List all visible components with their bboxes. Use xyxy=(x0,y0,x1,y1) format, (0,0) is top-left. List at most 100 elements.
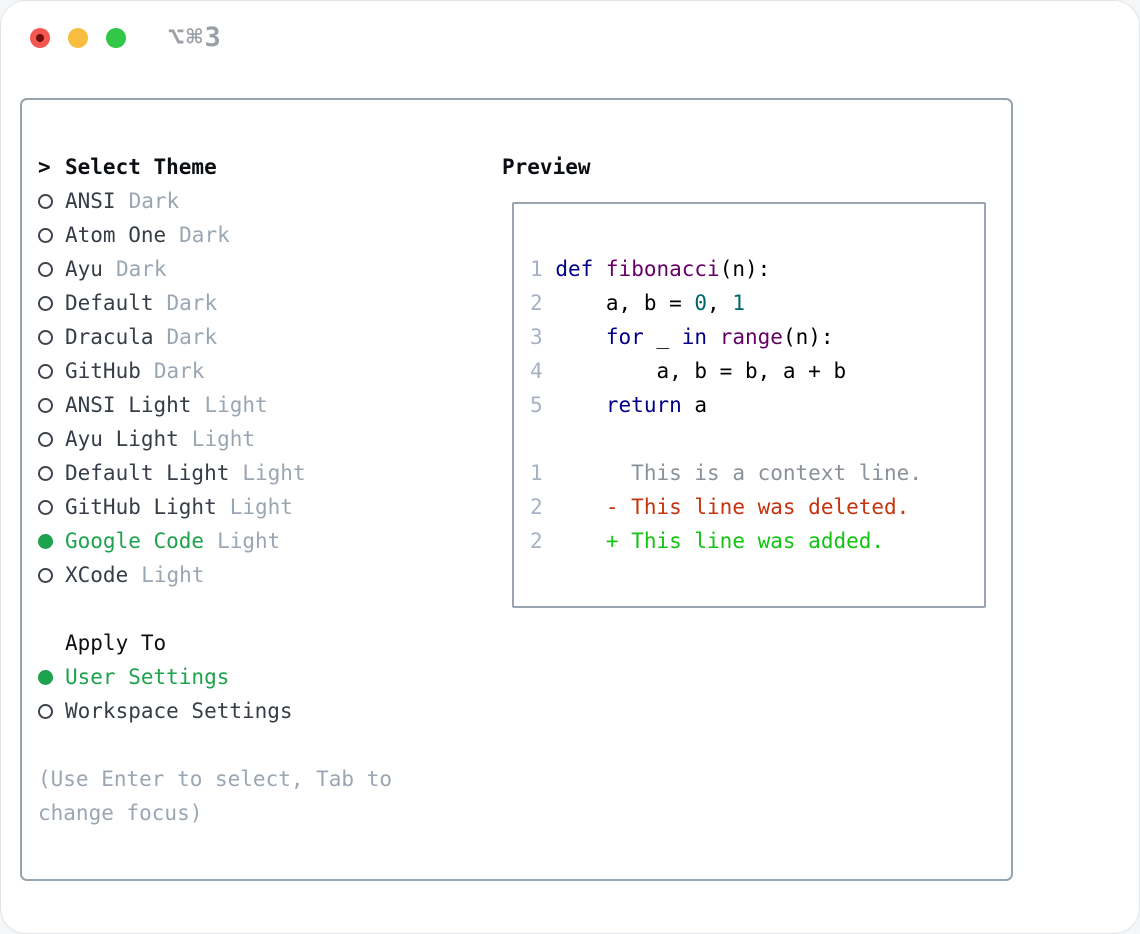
code-token: 0 xyxy=(694,291,708,315)
code-token xyxy=(555,393,606,417)
radio-icon xyxy=(38,227,53,243)
option-variant-tag: Light xyxy=(191,427,256,451)
theme-option[interactable]: Atom One Dark xyxy=(38,218,478,252)
code-token: (n): xyxy=(719,257,771,281)
radio-icon xyxy=(38,431,53,447)
spacer xyxy=(38,592,478,626)
theme-option[interactable]: Default Light Light xyxy=(38,456,478,490)
window-title: ⌥⌘3 xyxy=(168,22,223,53)
code-token: for xyxy=(605,325,644,349)
code-token xyxy=(593,257,606,281)
diff-text: + This line was added. xyxy=(555,529,885,553)
radio-selected-icon xyxy=(38,533,53,549)
option-label: User Settings xyxy=(65,665,230,689)
theme-option[interactable]: Google Code Light xyxy=(38,524,478,558)
radio-icon xyxy=(38,329,53,345)
option-variant-tag: Dark xyxy=(166,325,218,349)
option-label: Ayu xyxy=(65,257,103,281)
theme-option[interactable]: GitHub Light Light xyxy=(38,490,478,524)
option-label: ANSI Light xyxy=(65,393,192,417)
option-label: GitHub xyxy=(65,359,141,383)
radio-icon xyxy=(38,397,53,413)
option-label: Google Code xyxy=(65,529,205,553)
code-token: in xyxy=(681,325,708,349)
line-number: 2 xyxy=(530,495,543,519)
radio-icon xyxy=(38,703,53,719)
code-line: 1 def fibonacci(n): xyxy=(530,252,984,286)
code-token: def xyxy=(555,257,594,281)
minimize-button[interactable] xyxy=(68,28,88,48)
code-token: fibonacci xyxy=(605,257,720,281)
line-number: 2 xyxy=(530,529,543,553)
line-number: 1 xyxy=(530,257,543,281)
apply-to-header: Apply To xyxy=(38,626,478,660)
option-label: GitHub Light xyxy=(65,495,217,519)
option-variant-tag: Light xyxy=(204,393,268,417)
line-number: 3 xyxy=(530,325,543,349)
option-variant-tag: Dark xyxy=(179,223,230,247)
option-variant-tag: Dark xyxy=(153,359,205,383)
code-token: a xyxy=(681,393,708,417)
code-token: , xyxy=(707,291,733,315)
preview-column: Preview 1 def fibonacci(n):2 a, b = 0, 1… xyxy=(498,150,986,608)
apply-to-option[interactable]: Workspace Settings xyxy=(38,694,478,728)
keyboard-hint: (Use Enter to select, Tab to change focu… xyxy=(38,767,393,825)
code-line: 4 a, b = b, a + b xyxy=(530,354,984,388)
focus-caret-icon: > xyxy=(38,155,51,179)
option-label: ANSI xyxy=(65,189,116,213)
code-line: 5 return a xyxy=(530,388,984,422)
radio-icon xyxy=(38,295,53,311)
code-token xyxy=(707,325,720,349)
option-variant-tag: Light xyxy=(242,461,306,485)
code-token xyxy=(555,325,606,349)
option-variant-tag: Light xyxy=(141,563,205,587)
option-variant-tag: Dark xyxy=(128,189,180,213)
radio-icon xyxy=(38,363,53,379)
select-theme-header: > Select Theme xyxy=(38,150,478,184)
code-token: a, b = xyxy=(555,291,695,315)
radio-selected-icon xyxy=(38,669,53,685)
code-token: return xyxy=(605,393,682,417)
theme-option[interactable]: GitHub Dark xyxy=(38,354,478,388)
apply-to-option[interactable]: User Settings xyxy=(38,660,478,694)
code-token: 1 xyxy=(732,291,745,315)
code-token: a, b = b, a + b xyxy=(555,359,847,383)
theme-option[interactable]: ANSI Dark xyxy=(38,184,478,218)
radio-icon xyxy=(38,193,53,209)
option-label: Default Light xyxy=(65,461,230,485)
line-number: 1 xyxy=(530,461,543,485)
diff-line: 2 + This line was added. xyxy=(530,524,984,558)
theme-option[interactable]: Dracula Dark xyxy=(38,320,478,354)
zoom-button[interactable] xyxy=(106,28,126,48)
select-theme-title: Select Theme xyxy=(65,155,217,179)
code-token: _ xyxy=(643,325,682,349)
option-variant-tag: Light xyxy=(217,529,281,553)
option-label: Atom One xyxy=(65,223,167,247)
code-token: (n): xyxy=(782,325,834,349)
theme-option[interactable]: XCode Light xyxy=(38,558,478,592)
preview-title: Preview xyxy=(502,155,591,179)
option-label: Default xyxy=(65,291,154,315)
option-label: Dracula xyxy=(65,325,154,349)
radio-icon xyxy=(38,465,53,481)
close-button[interactable] xyxy=(30,28,50,48)
theme-option[interactable]: ANSI Light Light xyxy=(38,388,478,422)
option-variant-tag: Light xyxy=(229,495,293,519)
option-label: Workspace Settings xyxy=(65,699,293,723)
code-line: 2 a, b = 0, 1 xyxy=(530,286,984,320)
option-label: XCode xyxy=(65,563,129,587)
radio-icon xyxy=(38,567,53,583)
diff-text: This is a context line. xyxy=(555,461,922,485)
code-line: 3 for _ in range(n): xyxy=(530,320,984,354)
diff-text: - This line was deleted. xyxy=(555,495,910,519)
code-token: range xyxy=(719,325,783,349)
titlebar: ⌥⌘3 xyxy=(0,0,1140,76)
